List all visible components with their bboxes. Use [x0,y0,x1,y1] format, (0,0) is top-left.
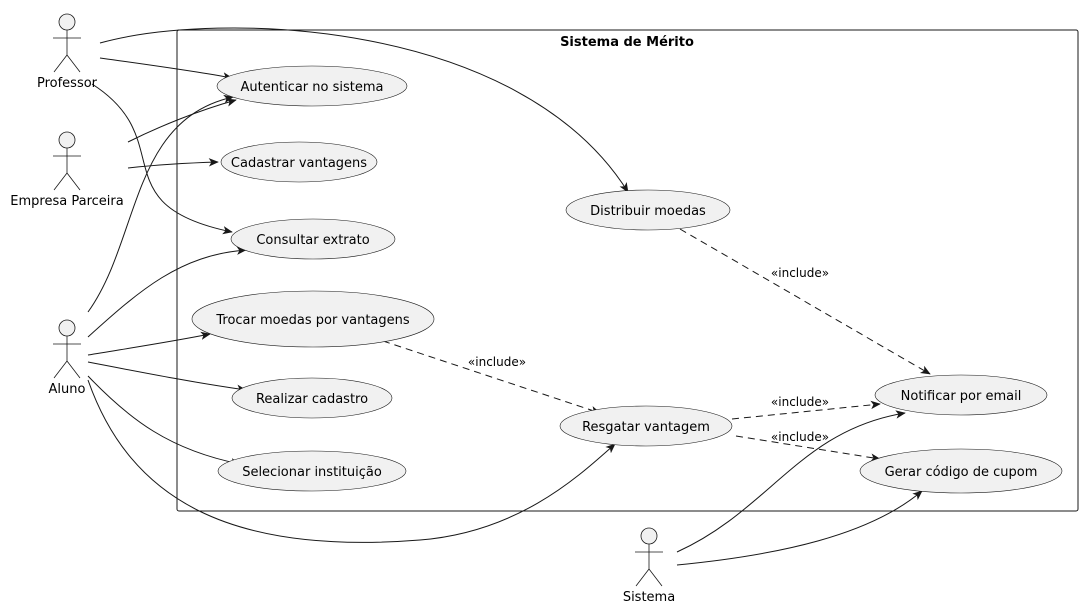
usecase-notificar-email[interactable]: Notificar por email [874,374,1048,416]
association-sistema-gerar [676,490,923,566]
actor-empresa-parceira[interactable]: Empresa Parceira [10,131,124,209]
association-aluno-autenticar [87,94,234,313]
usecase-label: Gerar código de cupom [885,465,1038,480]
actor-label: Professor [37,76,98,91]
usecase-distribuir-moedas[interactable]: Distribuir moedas [565,189,731,231]
actor-head [58,319,76,337]
usecase-label: Consultar extrato [256,233,369,248]
association-aluno-realizar [87,361,247,393]
system-title: Sistema de Mérito [560,35,694,50]
usecase-autenticar[interactable]: Autenticar no sistema [216,65,408,107]
actor-label: Empresa Parceira [10,194,123,209]
association-empresa-cadastrar [127,158,219,169]
usecase-resgatar-vantagem[interactable]: Resgatar vantagem [559,405,733,447]
usecase-selecionar-instituicao[interactable]: Selecionar instituição [217,450,407,492]
actor-label: Sistema [623,590,675,605]
include-label: «include» [771,266,829,280]
usecase-trocar-moedas[interactable]: Trocar moedas por vantagens [191,290,435,348]
association-aluno-consultar [87,246,247,338]
usecase-label: Selecionar instituição [242,465,382,480]
association-aluno-selecionar [87,375,241,467]
include-distribuir-notificar [679,228,931,375]
association-aluno-trocar [87,331,211,356]
include-trocar-resgatar [382,340,601,415]
association-professor-distribuir [99,27,629,193]
usecase-label: Realizar cadastro [256,392,368,407]
usecase-gerar-cupom[interactable]: Gerar código de cupom [859,448,1063,494]
usecase-consultar-extrato[interactable]: Consultar extrato [230,218,396,260]
association-professor-autenticar [99,57,233,81]
usecase-label: Trocar moedas por vantagens [215,313,410,328]
include-label: «include» [771,395,829,409]
usecase-realizar-cadastro[interactable]: Realizar cadastro [231,377,393,419]
association-empresa-autenticar [127,98,237,143]
connector-layer: «include» «include» «include» «include» [87,27,931,566]
include-label: «include» [771,430,829,444]
usecase-label: Autenticar no sistema [241,80,384,95]
association-aluno-resgatar [87,379,616,543]
actor-aluno[interactable]: Aluno [49,319,86,397]
usecase-label: Resgatar vantagem [582,420,710,435]
include-resgatar-gerar [735,435,881,462]
actor-label: Aluno [49,382,86,397]
association-sistema-notificar [676,410,906,553]
actor-head [58,13,76,31]
association-professor-consultar [91,83,233,235]
actor-sistema[interactable]: Sistema [623,527,675,605]
system-boundary [176,29,1079,512]
actor-professor[interactable]: Professor [37,13,98,91]
usecase-label: Distribuir moedas [590,204,706,219]
usecase-label: Cadastrar vantagens [231,156,367,171]
actor-head [58,131,76,149]
usecase-cadastrar-vantagens[interactable]: Cadastrar vantagens [220,141,378,183]
include-label: «include» [468,355,526,369]
include-resgatar-notificar [731,400,881,420]
actor-head [640,527,658,545]
usecase-label: Notificar por email [901,389,1022,404]
